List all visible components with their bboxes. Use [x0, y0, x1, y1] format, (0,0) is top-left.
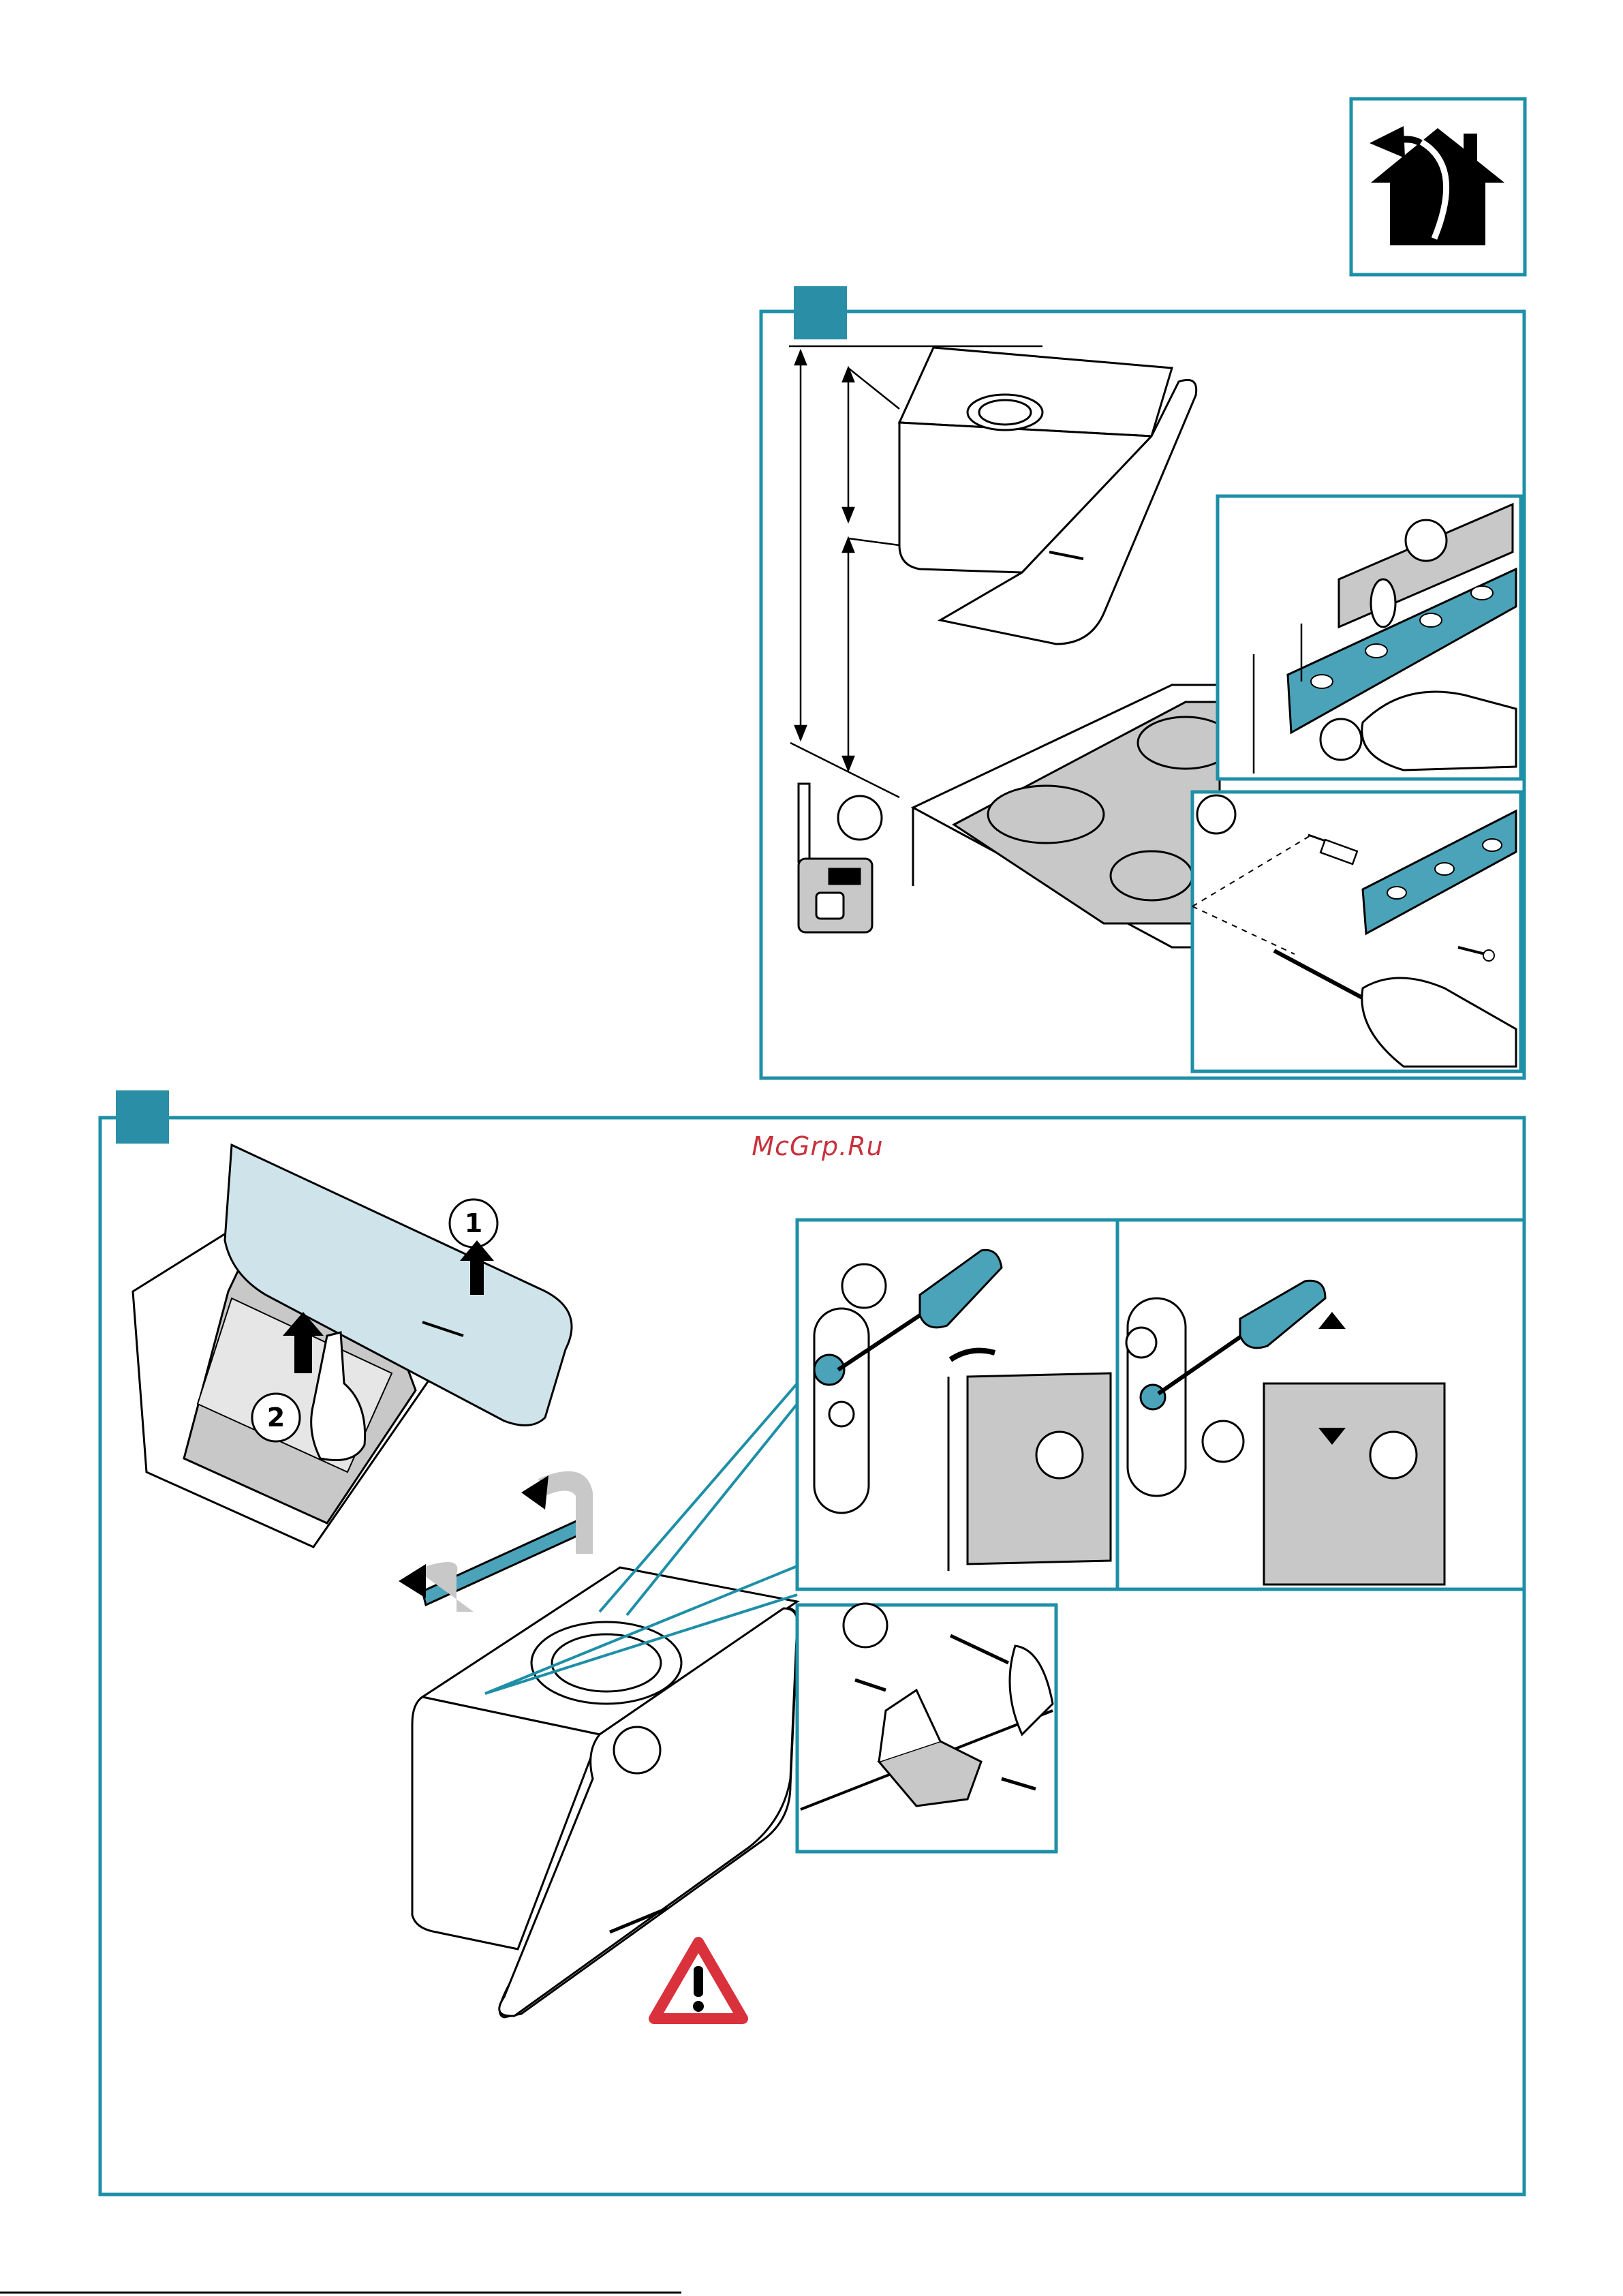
step-1-label: 1 — [465, 1208, 482, 1238]
warning-triangle-icon — [654, 1942, 743, 2019]
tape-measure-icon — [799, 784, 882, 932]
section-1-tab — [794, 286, 847, 339]
bracket-fix-inset — [797, 1604, 1056, 1852]
mounting-rail — [399, 1471, 593, 1612]
drill-rail-inset — [1192, 792, 1521, 1071]
screw-adjust-inset-a — [797, 1220, 1117, 1589]
cooker-hood-body — [412, 1567, 799, 2017]
screw-adjust-inset-b — [1117, 1220, 1524, 1589]
hood-filter-removal — [133, 1145, 572, 1547]
watermark-text: McGrp.Ru — [715, 1131, 920, 1161]
cooker-hood-top — [899, 348, 1196, 644]
step-2-label: 2 — [267, 1403, 285, 1433]
cooktop — [913, 685, 1233, 947]
spirit-level-inset — [1218, 496, 1521, 779]
house-with-arrow-icon — [1351, 99, 1525, 275]
section-2-tab — [116, 1090, 169, 1144]
